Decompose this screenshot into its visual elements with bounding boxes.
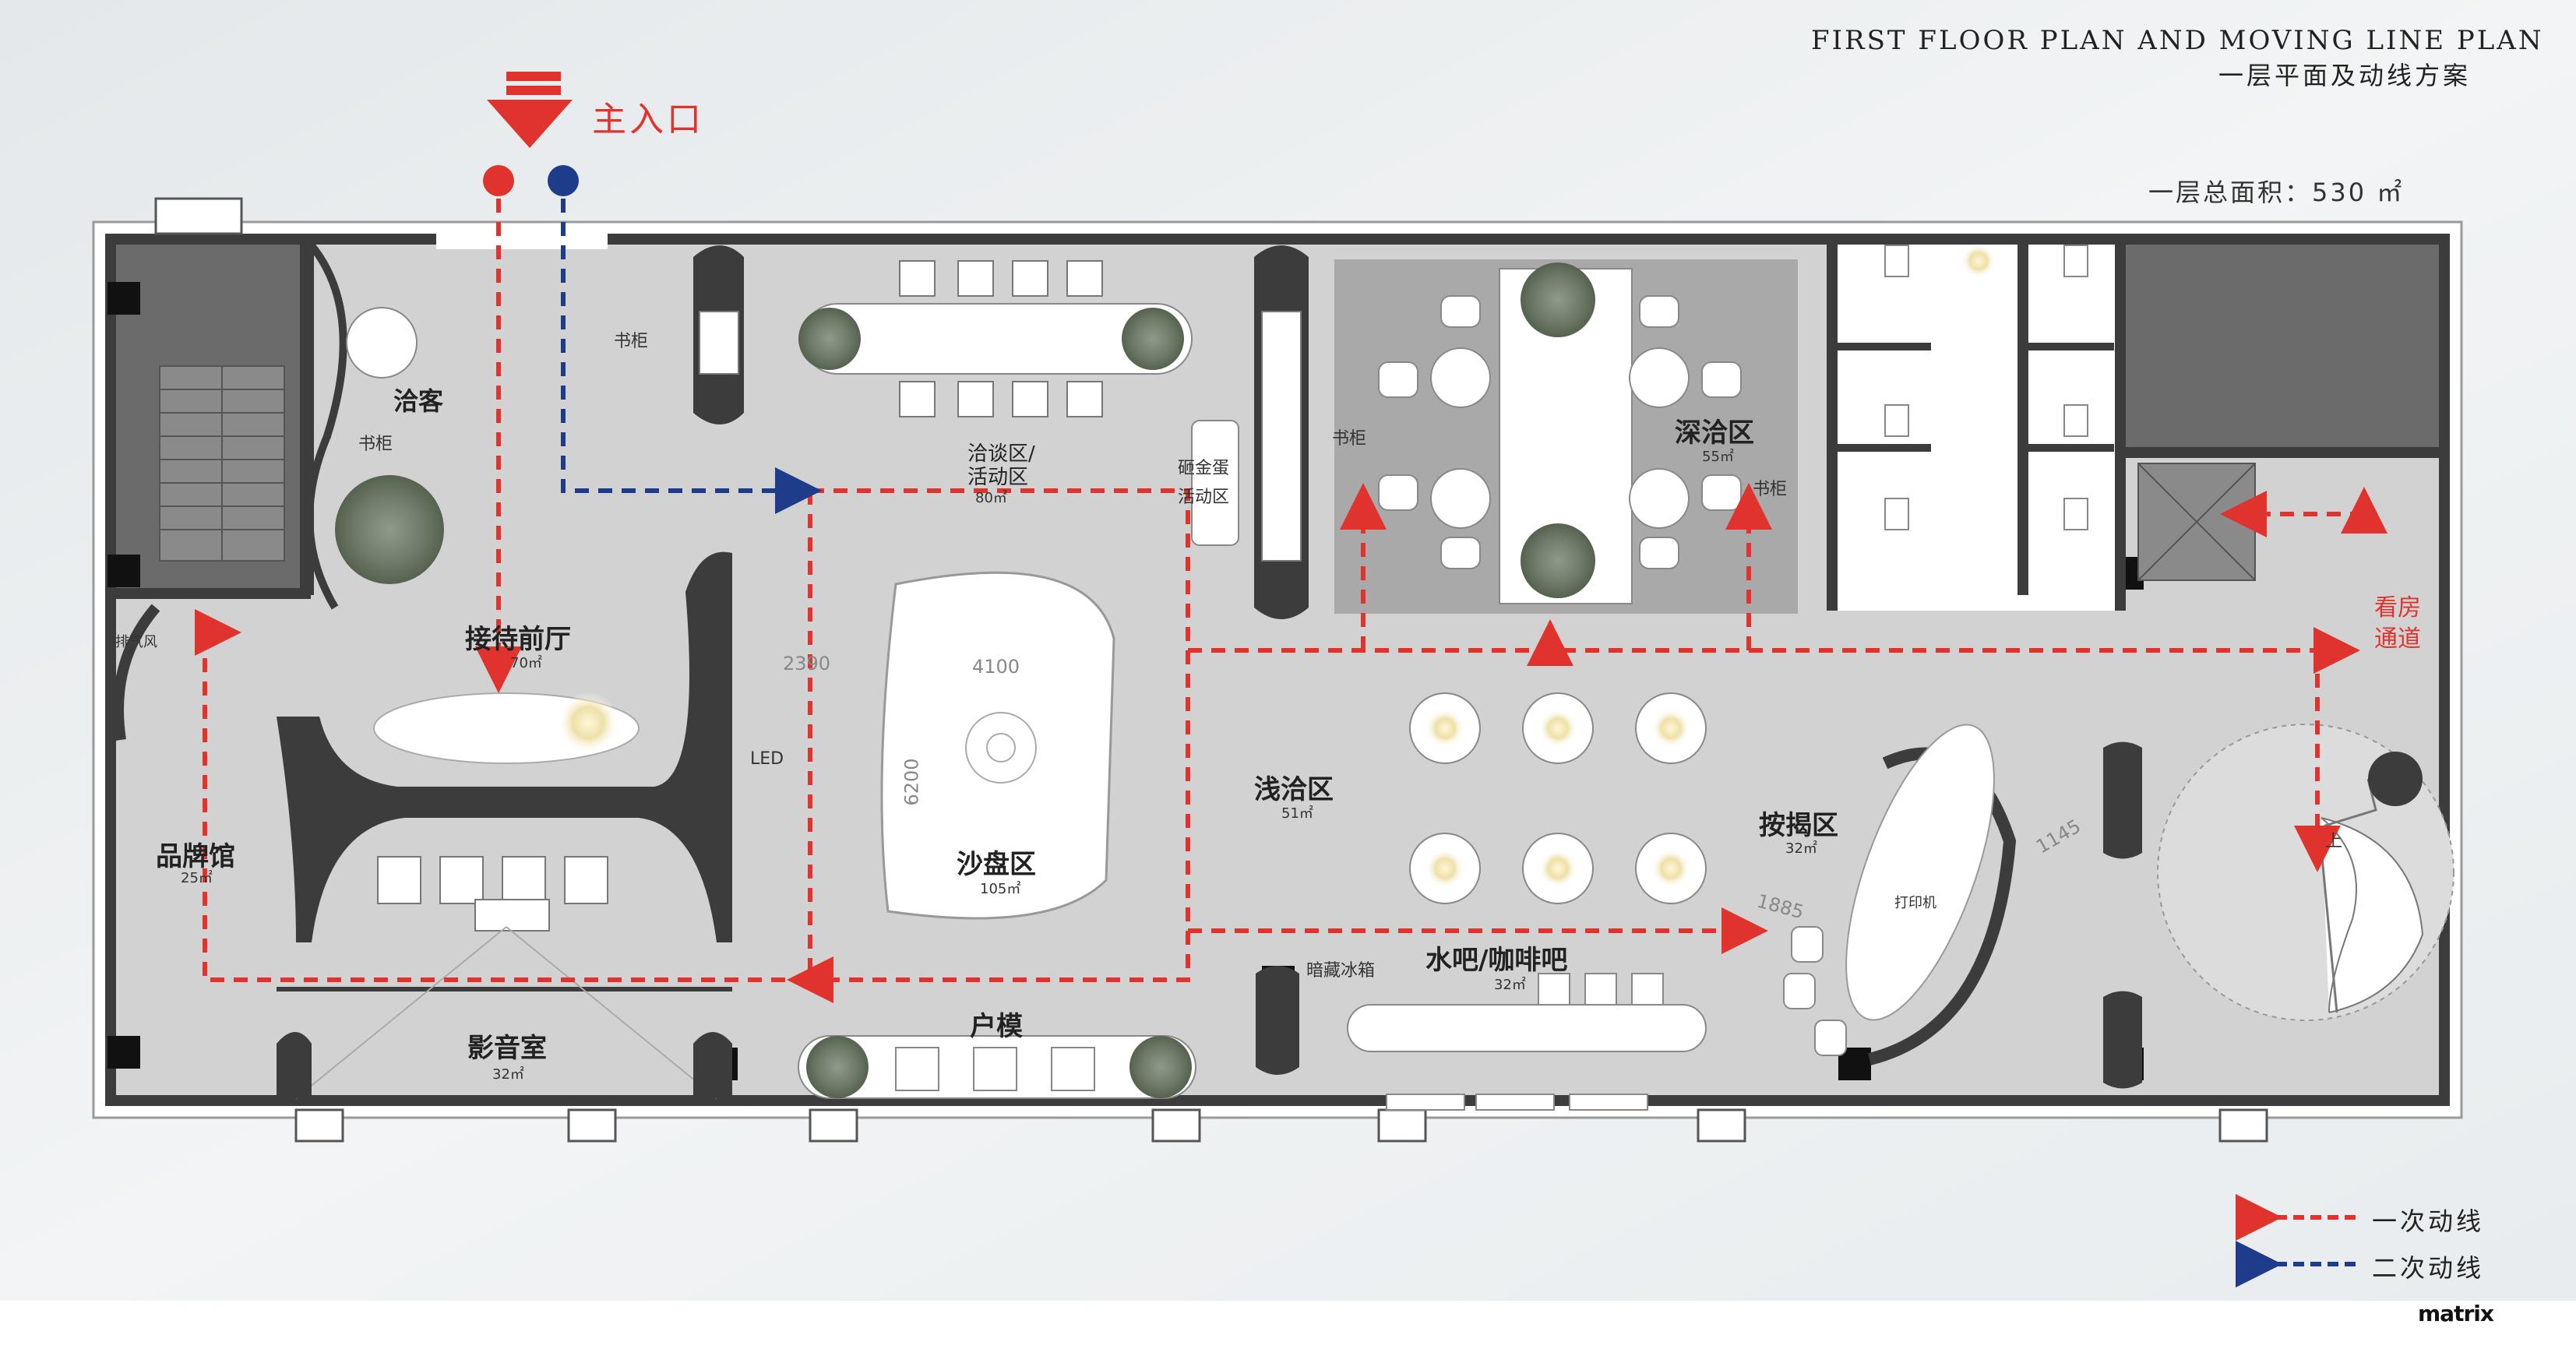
matrix-logo: matrix [2418, 1301, 2494, 1326]
room-brand-area: 25㎡ [181, 870, 213, 886]
room-cinema-area: 32㎡ [492, 1066, 524, 1083]
bookshelf-label-1: 书柜 [358, 435, 393, 454]
room-egg: 砸金蛋 [1178, 459, 1230, 478]
room-model: 户模 [970, 1011, 1023, 1042]
legend-primary-label: 一次动线 [2372, 1206, 2485, 1236]
room-sandtable: 沙盘区 [957, 849, 1036, 880]
room-reception: 接待前厅 [465, 624, 571, 655]
room-negotiation-area: 80㎡ [975, 490, 1007, 506]
room-reception-area: 70㎡ [510, 655, 542, 671]
viewing-channel-label: 看房 [2374, 594, 2421, 622]
room-cinema: 影音室 [467, 1033, 547, 1064]
room-light-area: 51㎡ [1281, 805, 1313, 822]
dimension-6200: 6200 [900, 758, 923, 806]
plan-title-cn: 一层平面及动线方案 [2218, 61, 2472, 90]
main-entrance-label: 主入口 [592, 100, 704, 139]
viewing-channel-label-2: 通道 [2374, 625, 2421, 653]
room-brand: 品牌馆 [156, 841, 235, 872]
stair-up-label: 上 [2325, 832, 2343, 851]
led-label: LED [750, 749, 784, 769]
room-negotiation: 洽谈区/ [967, 442, 1035, 466]
bookshelf-label-4: 书柜 [1753, 480, 1788, 499]
fridge-label: 暗藏冰箱 [1306, 961, 1376, 981]
total-area-label: 一层总面积：530 ㎡ [2148, 178, 2405, 207]
room-deep-area: 55㎡ [1702, 449, 1734, 465]
room-light: 浅洽区 [1254, 774, 1334, 805]
room-mortgage-area: 32㎡ [1785, 840, 1817, 857]
dimension-2390: 2390 [783, 653, 831, 674]
dimension-4100: 4100 [972, 656, 1020, 678]
room-egg-2: 活动区 [1178, 488, 1230, 507]
room-deep: 深洽区 [1675, 417, 1754, 449]
exhaust-label: 排气风 [115, 634, 157, 650]
bookshelf-label-2: 书柜 [614, 332, 649, 351]
room-negotiation-2: 活动区 [967, 466, 1029, 489]
room-bar: 水吧/咖啡吧 [1425, 945, 1568, 976]
room-guest: 洽客 [393, 386, 444, 416]
plan-title-en: FIRST FLOOR PLAN AND MOVING LINE PLAN [1811, 25, 2544, 56]
printer-label: 打印机 [1894, 895, 1936, 911]
room-mortgage: 按揭区 [1759, 810, 1838, 841]
legend-secondary-label: 二次动线 [2372, 1253, 2485, 1283]
room-bar-area: 32㎡ [1494, 977, 1526, 993]
bookshelf-label-3: 书柜 [1332, 429, 1367, 449]
room-sandtable-area: 105㎡ [980, 881, 1021, 897]
